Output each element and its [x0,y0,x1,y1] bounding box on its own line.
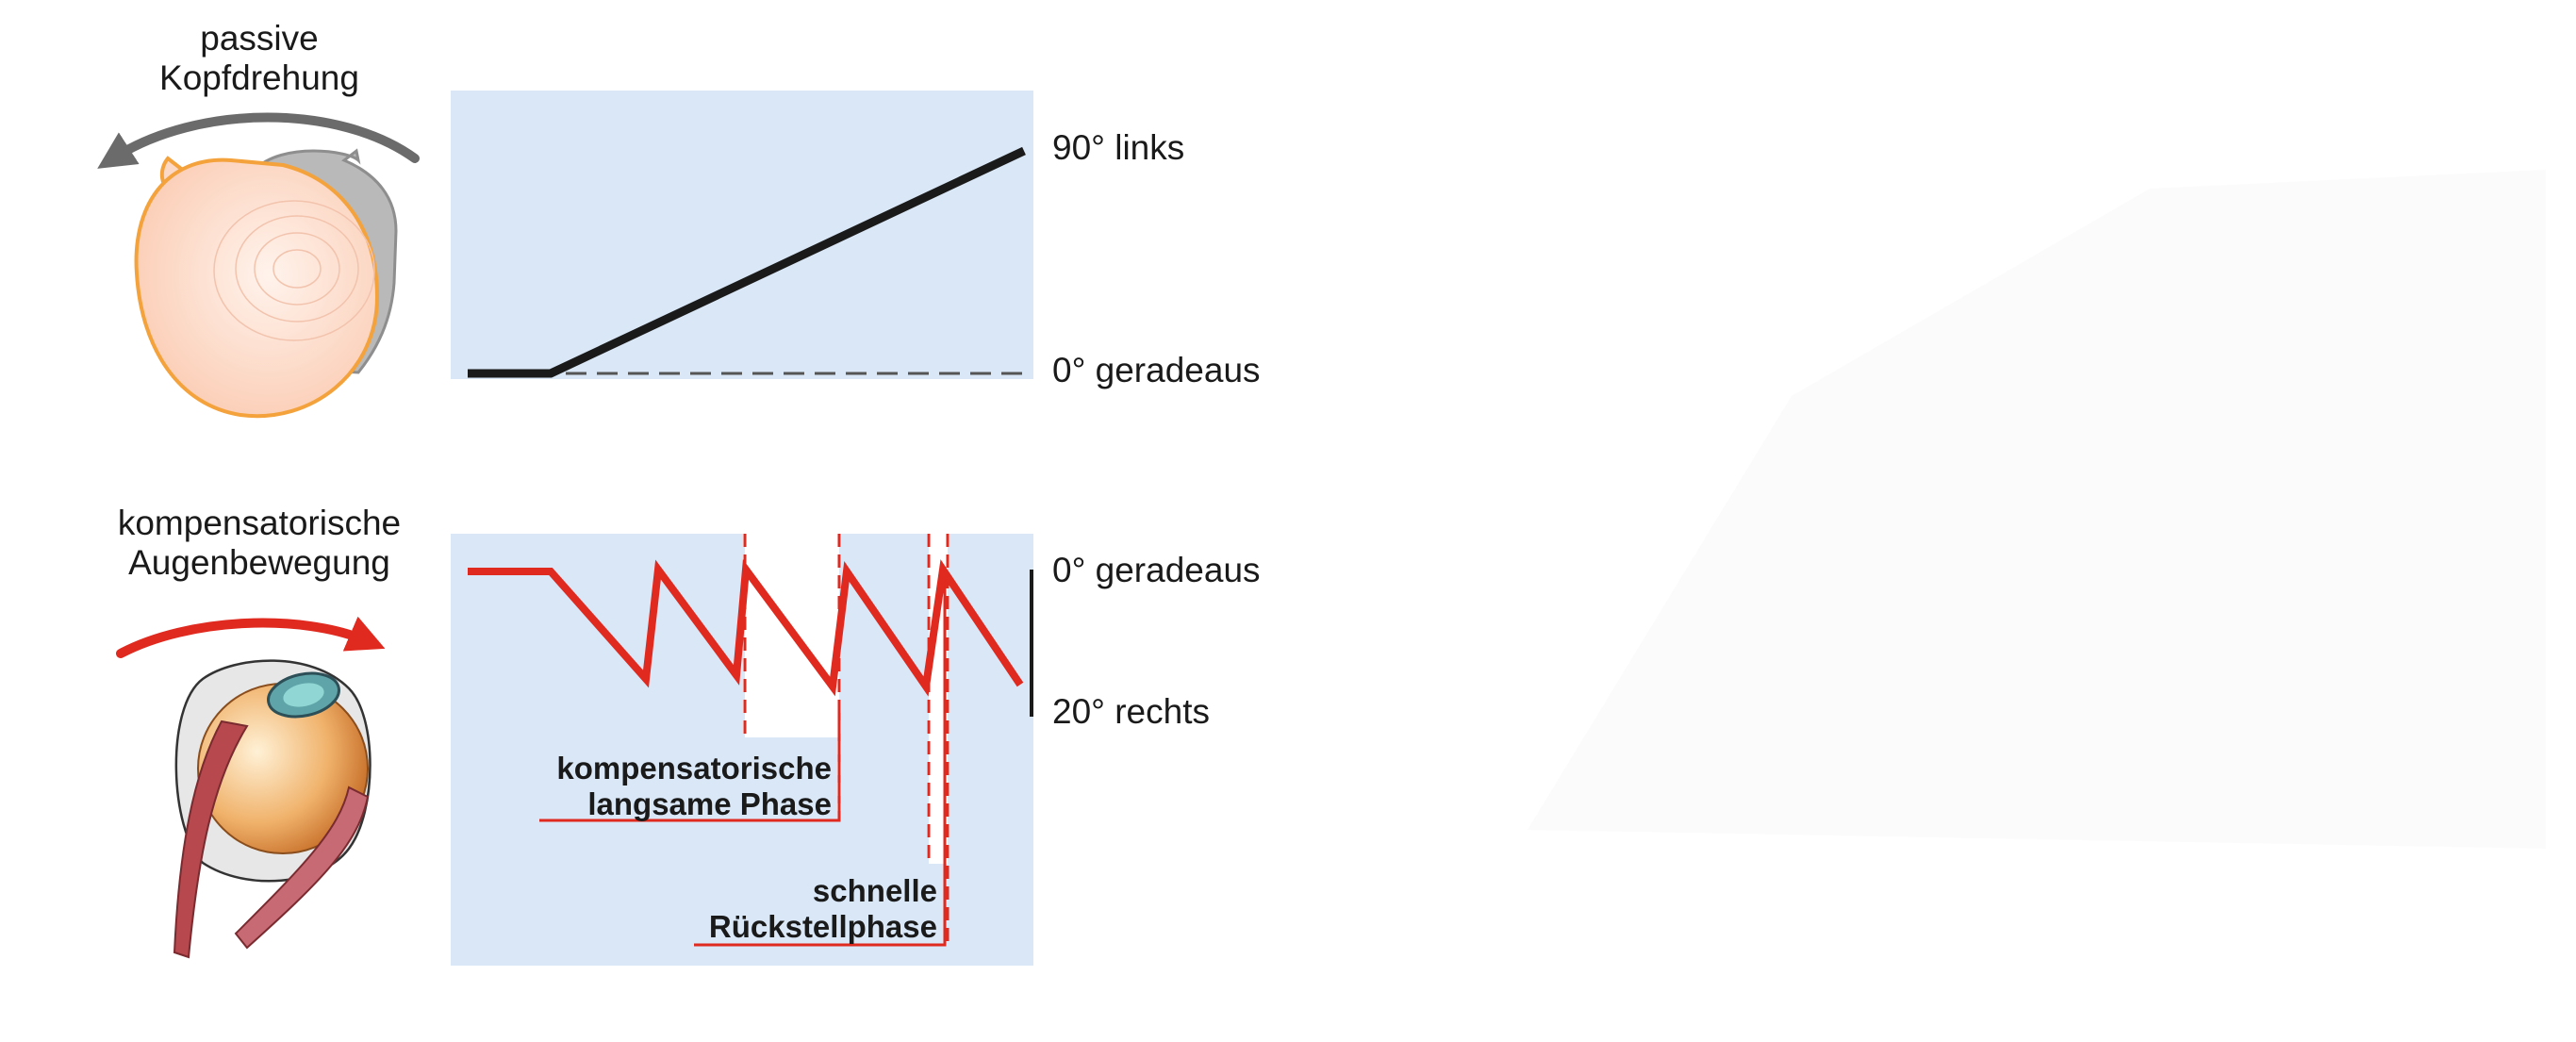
slow-phase-line2: langsame Phase [587,786,832,821]
slow-phase-connector [539,703,841,822]
head-angle-trace [468,146,1026,378]
eye-movement-chart [451,534,1033,966]
eye-title-line2: Augenbewegung [128,543,390,582]
eye-movement-arrow [116,616,386,658]
label-0-deg-straight-top: 0° geradeaus [1052,351,1261,389]
label-0-deg-straight-bottom: 0° geradeaus [1052,551,1261,589]
head-rotation-arrow [97,112,420,169]
slow-phase-label: kompensatorische langsame Phase [490,751,832,822]
background-watermark [1527,170,2546,849]
head-title-line2: Kopfdrehung [159,58,359,97]
head-rotation-title: passive Kopfdrehung [123,19,396,98]
head-title-line1: passive [200,19,319,58]
head-chart-background [451,91,1033,379]
label-90-deg-left: 90° links [1052,128,1185,167]
fast-phase-line1: schnelle [812,873,937,908]
fast-phase-connector [694,575,947,947]
eye-ball-icon [173,659,372,959]
slow-phase-line1: kompensatorische [556,751,832,786]
eye-title-line1: kompensatorische [117,504,402,542]
eye-nystagmus-trace [468,559,1024,697]
eye-movement-title: kompensatorische Augenbewegung [66,504,453,583]
head-rotation-chart [451,91,1033,379]
fast-phase-line2: Rückstellphase [708,909,937,944]
label-20-deg-right: 20° rechts [1052,692,1210,731]
head-top-view-icon [134,148,398,419]
fast-phase-label: schnelle Rückstellphase [660,873,937,945]
